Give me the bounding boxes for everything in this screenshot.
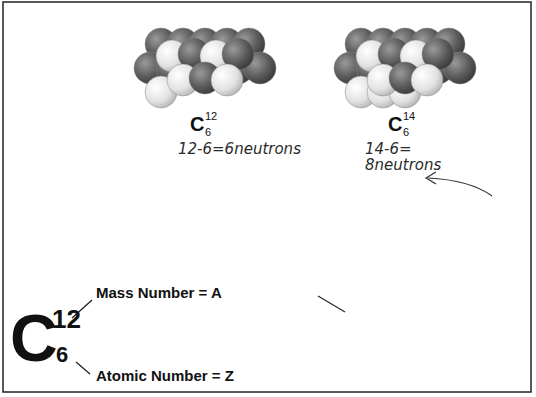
element-symbol: C (190, 114, 204, 134)
atomic-number: 6 (205, 127, 211, 138)
handwritten-note: 14-6= 8neutrons (365, 142, 465, 174)
hand-arrow (428, 178, 492, 196)
atomic-number-label: Atomic Number = Z (96, 368, 234, 383)
leader-line (76, 362, 90, 374)
hand-arrowhead (426, 172, 436, 184)
nucleus-c12 (134, 28, 276, 108)
mass-number-label: Mass Number = A (96, 285, 222, 300)
nucleon (211, 64, 243, 96)
leader-line (318, 296, 345, 312)
element-symbol: C (10, 305, 58, 371)
nucleus-c14 (334, 28, 476, 108)
atomic-number: 6 (56, 344, 68, 366)
mass-number: 12 (52, 306, 81, 332)
handwritten-note: 12-6=6neutrons (178, 142, 301, 158)
element-symbol: C (388, 114, 402, 134)
mass-number: 14 (403, 111, 415, 122)
nucleon (411, 64, 443, 96)
atomic-number: 6 (403, 127, 409, 138)
frame (3, 2, 531, 392)
mass-number: 12 (205, 111, 217, 122)
